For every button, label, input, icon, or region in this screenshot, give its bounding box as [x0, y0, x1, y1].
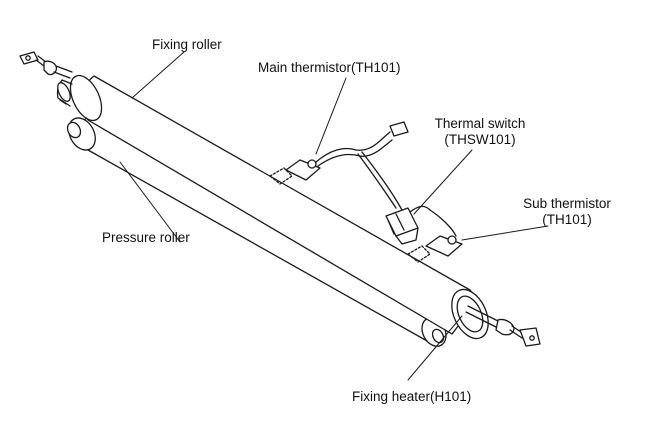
thermal-switch-label: Thermal switch (THSW101): [420, 116, 540, 148]
thermal-switch-label-line2: (THSW101): [444, 132, 516, 147]
fixing-roller-body: [56, 74, 501, 340]
leader-thermal-switch: [413, 149, 473, 215]
main-thermistor-part: [269, 121, 409, 211]
leader-lines: [119, 51, 549, 381]
heater-right-connector: [495, 318, 541, 347]
sub-thermistor-part: [407, 209, 463, 263]
thermal-switch-label-line1: Thermal switch: [434, 116, 526, 131]
pressure-roller-label: Pressure roller: [102, 230, 190, 245]
main-thermistor-label: Main thermistor(TH101): [258, 60, 401, 75]
leader-main-thermistor: [315, 77, 347, 155]
heater-left-connector: [19, 51, 73, 79]
leader-fixing-heater: [407, 315, 463, 381]
sub-thermistor-label-line1: Sub thermistor: [523, 196, 611, 211]
thermal-switch-part: [385, 205, 431, 245]
fixing-roller-label: Fixing roller: [152, 37, 222, 52]
sub-thermistor-label-line2: (TH101): [542, 212, 592, 227]
leader-sub-thermistor: [461, 225, 549, 241]
sub-thermistor-label: Sub thermistor (TH101): [512, 196, 622, 228]
leader-pressure-roller: [119, 161, 181, 243]
pressure-roller-body: [66, 117, 447, 347]
fixing-heater-label: Fixing heater(H101): [352, 389, 472, 404]
leader-fixing-roller: [131, 51, 185, 99]
